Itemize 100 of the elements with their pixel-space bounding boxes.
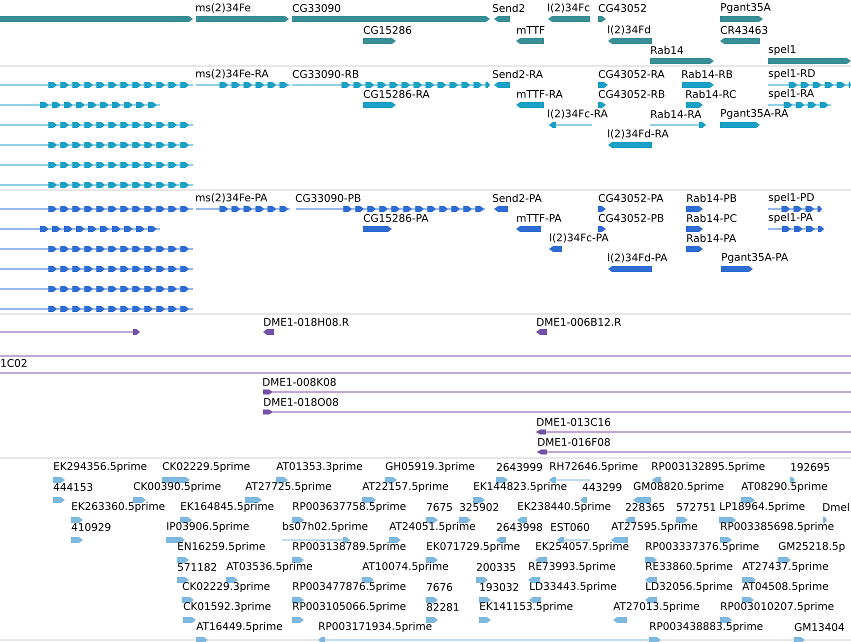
feature-label: RP003637758.5prime [293, 502, 406, 512]
feature-label: AT10074.5prime [362, 562, 448, 572]
feature-label: Rab14-PB [687, 194, 736, 202]
feature-label: GM25218.5p [778, 542, 845, 552]
feature-label: AT22157.5prime [362, 482, 448, 492]
feature-label: DME1-008K08 [263, 378, 336, 386]
feature-label: DME1-006B12.R [537, 318, 622, 326]
feature-label: RP003438883.5prime [650, 622, 763, 632]
feature-label: AT27437.5prime [742, 562, 828, 572]
feature-label: LD33443.5prime [530, 582, 616, 592]
feature-label: RE73993.5prime [529, 562, 616, 572]
feature-label: Rab14 [651, 46, 684, 54]
feature-label: CG15286-RA [364, 90, 430, 98]
feature-label: spel1-RA [768, 88, 814, 100]
feature-label: CK01592.3prime [184, 602, 271, 612]
feature-label: CG15286 [364, 26, 412, 34]
feature-label: mTTF-PA [517, 214, 562, 222]
feature-label: CG43052-RA [598, 70, 665, 78]
feature-label: CG43052-PB [598, 214, 664, 222]
feature-label: ms(2)34Fe-PA [196, 193, 268, 203]
feature-label: EK164845.5prime [181, 502, 274, 512]
feature-label: EK254057.5prime [536, 542, 628, 552]
feature-label: 571182 [178, 563, 216, 571]
feature-label: l(2)34Fd [608, 25, 650, 35]
feature-label: 228365 [626, 503, 664, 511]
feature-label: 2643998 [496, 523, 542, 531]
feature-label: Pgant35A [721, 3, 771, 13]
feature-label: 325902 [460, 503, 498, 511]
feature-label: l(2)34Fc [548, 3, 590, 13]
feature-label: Dmel [823, 502, 849, 512]
feature-label: CG43052-PA [598, 194, 664, 202]
feature-label: spel1 [768, 44, 796, 56]
feature-label: bs07h02.5prime [283, 522, 368, 532]
feature-label: 410929 [72, 523, 110, 531]
feature-label: ms(2)34Fe [196, 3, 250, 13]
feature-label: RP003385698.5prime [721, 522, 834, 532]
feature-label: AT01353.3prime [276, 462, 362, 472]
feature-label: RP003477876.5prime [293, 582, 406, 592]
feature-label: GM08820.5prime [634, 482, 724, 492]
feature-label: AT27595.5prime [611, 522, 698, 532]
feature-label: 200335 [476, 563, 516, 571]
feature-label: EK144823.5prime [474, 482, 566, 492]
feature-label: CR43463 [720, 26, 768, 34]
feature-label: AT03536.5prime [226, 562, 312, 572]
feature-label: 7675 [427, 503, 452, 511]
feature-label: Rab14-RB [682, 70, 732, 78]
feature-label: RP003337376.5prime [646, 542, 759, 552]
feature-label: IP03906.5prime [167, 522, 249, 532]
feature-label: CG33090-PB [296, 194, 360, 202]
feature-label: Send2 [492, 4, 524, 12]
feature-label: CG15286-PA [364, 214, 428, 222]
feature-label: AT08290.5prime [741, 482, 828, 492]
feature-label: AT16449.5prime [196, 622, 282, 632]
feature-label: EK071729.5prime [427, 542, 520, 552]
feature-label: RP003138789.5prime [293, 542, 406, 552]
feature-label: l(2)34Fc-RA [548, 109, 608, 119]
feature-label: Rab14-RC [686, 90, 736, 98]
feature-label: 572751 [677, 503, 716, 511]
feature-label: 2643999 [496, 463, 542, 471]
feature-label: 82281 [426, 603, 458, 611]
feature-label: CG33090-RB [292, 70, 358, 78]
feature-label: RP003105066.5prime [293, 602, 406, 612]
feature-label: GM13404 [794, 623, 844, 631]
feature-label: Rab14-PA [687, 234, 736, 242]
feature-label: RH72646.5prime [550, 462, 638, 472]
feature-label: 443299 [582, 483, 622, 491]
feature-label: EN16259.5prime [178, 542, 265, 552]
feature-label: EK294356.5prime [54, 462, 146, 472]
feature-label: AT27013.5prime [613, 602, 700, 612]
feature-label: 1C02 [1, 359, 26, 367]
feature-label: ms(2)34Fe-RA [196, 69, 269, 79]
feature-label: RE33860.5prime [646, 562, 732, 572]
feature-label: spel1-PA [768, 212, 813, 224]
feature-label: 7676 [427, 583, 452, 591]
feature-label: LP18964.5prime [720, 502, 804, 512]
feature-label: l(2)34Fc-PA [550, 233, 608, 243]
feature-label: 444153 [54, 483, 92, 491]
feature-label: EK141153.5prime [480, 602, 572, 612]
feature-label: RP003171934.5prime [319, 622, 432, 632]
feature-label: RP003010207.5prime [721, 602, 834, 612]
feature-label: RP003132895.5prime [652, 462, 765, 472]
feature-label: GH05919.3prime [386, 462, 474, 472]
feature-label: mTTF [517, 26, 544, 34]
feature-label: Rab14-PC [687, 214, 736, 222]
feature-label: AT24051.5prime [389, 522, 476, 532]
feature-label: spel1-RD [768, 68, 815, 80]
feature-label: 192695 [791, 463, 830, 471]
feature-label: l(2)34Fd-PA [608, 253, 668, 263]
feature-label: Send2-PA [492, 194, 542, 202]
feature-label: DME1-016F08 [538, 438, 610, 446]
feature-label: DME1-013C16 [537, 418, 610, 426]
feature-label: LD32056.5prime [646, 582, 732, 592]
feature-label: DME1-018O08 [264, 398, 338, 406]
feature-label: CK02229.3prime [182, 582, 270, 592]
feature-label: CG43052-RB [598, 90, 664, 98]
feature-label: mTTF-RA [517, 90, 563, 98]
feature-label: EK263360.5prime [72, 502, 164, 512]
feature-label: EK238440.5prime [518, 502, 610, 512]
feature-label: Rab14-RA [651, 110, 702, 118]
feature-label: 193032 [480, 583, 518, 591]
